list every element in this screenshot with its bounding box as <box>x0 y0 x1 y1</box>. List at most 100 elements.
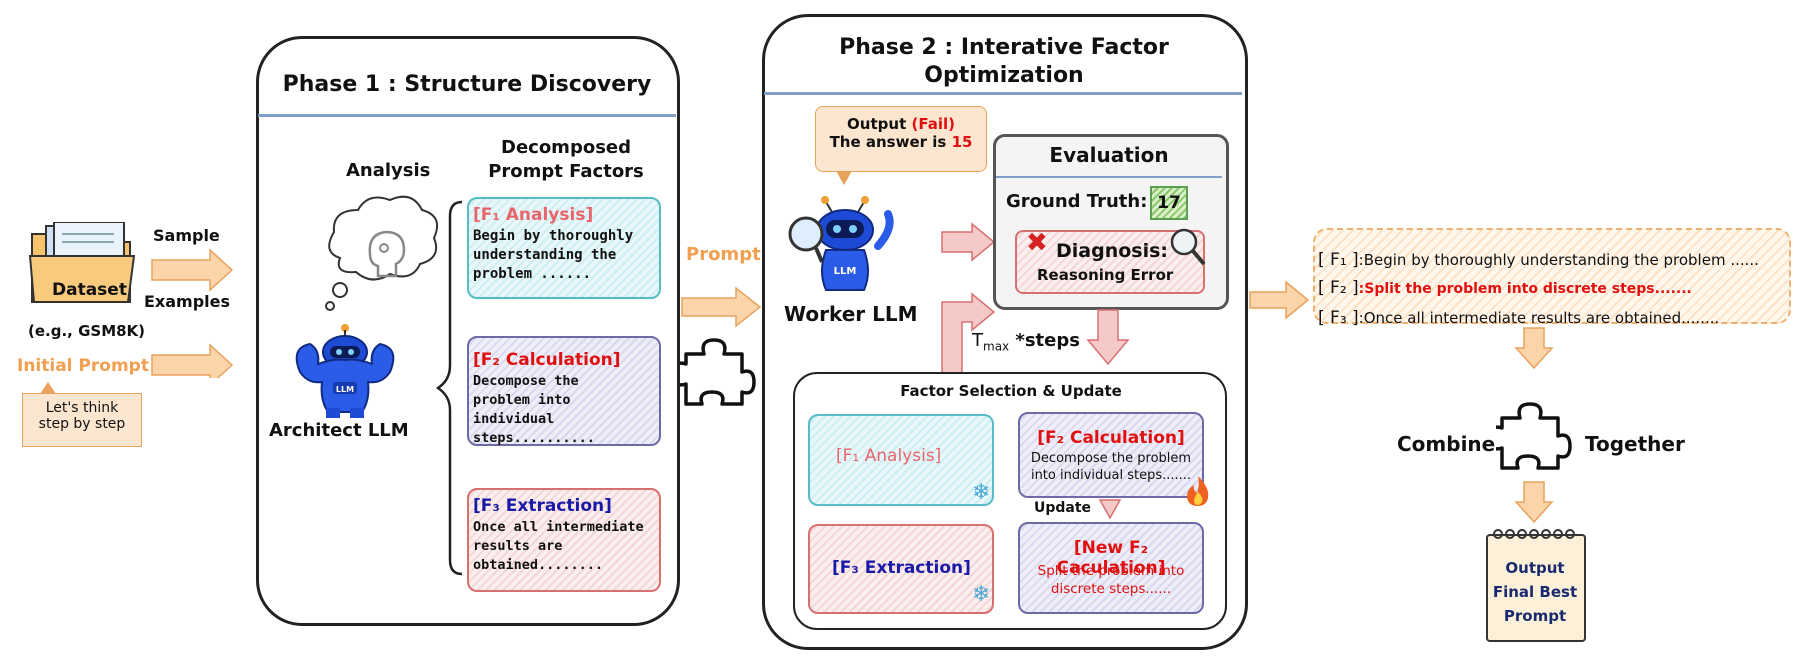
thought-cloud-icon <box>325 195 438 311</box>
ground-truth-label: Ground Truth: <box>1006 191 1148 212</box>
eval-input-arrow <box>941 222 996 262</box>
output-arrow <box>1249 280 1310 320</box>
phase1-f2-head: [F₂ Calculation] <box>473 350 621 370</box>
sample-label: Sample <box>153 226 220 245</box>
selection-f2: [F₂ Calculation] Decompose the problem i… <box>1018 412 1204 498</box>
decomposed-line-1: Decomposed <box>501 137 631 158</box>
selection-f1-label: [F₁ Analysis] <box>836 446 942 466</box>
initial-prompt-arrow <box>151 343 234 378</box>
selection-f3-label: [F₃ Extraction] <box>832 558 971 578</box>
final-line-1: Output <box>1505 559 1565 577</box>
architect-robot-icon: LLM <box>295 324 395 418</box>
phase1-f3-line: Once all intermediate <box>473 519 644 535</box>
together-label: Together <box>1585 432 1685 456</box>
note-pointer-icon <box>40 382 56 394</box>
prompt-arrow <box>681 286 762 328</box>
combined-text-1: :Begin by thoroughly understanding the p… <box>1358 251 1759 269</box>
selection-f1: [F₁ Analysis] <box>808 414 994 506</box>
dataset-label: Dataset <box>52 280 127 300</box>
combined-text-3: :Once all intermediate results are obtai… <box>1358 309 1720 327</box>
worker-robot-badge: LLM <box>834 266 857 277</box>
phase1-factor-f1: [F₁ Analysis] Begin by thoroughly unders… <box>467 197 661 299</box>
combined-text-2: :Split the problem into discrete steps..… <box>1358 281 1692 297</box>
combined-line-1: [ F₁ ]:Begin by thoroughly understanding… <box>1318 250 1759 270</box>
phase1-f1-head: [F₁ Analysis] <box>473 205 594 225</box>
eval-down-arrow <box>1086 309 1130 366</box>
phase2-title: Phase 2 : Interative Factor Optimization <box>764 34 1244 90</box>
phase1-f2-line: problem into individual <box>473 392 571 427</box>
examples-label: Examples <box>144 292 231 311</box>
phase1-f3-line: results are <box>473 538 563 554</box>
combined-tag-2: [ F₂ ] <box>1318 278 1359 298</box>
selection-f2-head: [F₂ Calculation] <box>1037 428 1185 448</box>
worker-robot-icon: LLM <box>788 196 894 291</box>
note-line-2: step by step <box>38 416 126 432</box>
fail-label: (Fail) <box>911 115 955 133</box>
final-prompt-text: Output Final Best Prompt <box>1488 556 1582 628</box>
phase1-f2-line: steps.......... <box>473 430 595 446</box>
freeze-snowflake-icon: ❄ <box>972 480 991 505</box>
update-label: Update <box>1034 500 1092 516</box>
error-x-icon: ✖ <box>1026 228 1048 258</box>
phase1-divider <box>258 114 676 117</box>
svg-text:LLM: LLM <box>336 385 354 394</box>
combined-tag-3: [ F₃ ] <box>1318 308 1359 328</box>
phase1-f1-line: Begin by thoroughly <box>473 228 634 244</box>
phase1-f2-line: Decompose the <box>473 373 579 389</box>
output-bubble-tail-icon <box>836 171 852 185</box>
magnifier-icon <box>1170 228 1206 266</box>
phase1-f1-line: understanding the <box>473 247 617 263</box>
decomposed-line-2: Prompt Factors <box>488 161 644 182</box>
decomposed-label: Decomposed Prompt Factors <box>468 136 664 184</box>
combine-puzzle-icon <box>1496 402 1572 470</box>
puzzle-piece-icon <box>680 338 756 406</box>
combined-prompt-box <box>1313 228 1791 324</box>
combined-line-3: [ F₃ ]:Once all intermediate results are… <box>1318 308 1719 328</box>
tmax-suffix: *steps <box>1009 330 1080 351</box>
analysis-label: Analysis <box>346 160 431 181</box>
evaluation-divider <box>996 176 1222 178</box>
phase1-title: Phase 1 : Structure Discovery <box>282 72 652 97</box>
answer-prefix: The answer is <box>829 133 947 151</box>
phase2-title-line-2: Optimization <box>924 63 1084 88</box>
final-line-2: Final Best <box>1492 583 1578 601</box>
fire-icon <box>1187 476 1209 506</box>
selection-title: Factor Selection & Update <box>900 382 1122 400</box>
answer-value: 15 <box>951 133 973 151</box>
phase1-f3-head: [F₃ Extraction] <box>473 496 612 516</box>
phase1-factor-f2: [F₂ Calculation] Decompose the problem i… <box>467 336 661 446</box>
final-prompt-notepad <box>1486 534 1586 642</box>
dataset-folder-icon <box>28 221 140 304</box>
prompt-label: Prompt <box>686 244 761 265</box>
phase2-divider <box>764 92 1242 95</box>
combined-line-2: [ F₂ ]:Split the problem into discrete s… <box>1318 278 1692 298</box>
tmax-label: Tmax *steps <box>972 330 1080 354</box>
freeze-snowflake-icon: ❄ <box>972 582 991 607</box>
dataset-example-label: (e.g., GSM8K) <box>28 322 146 340</box>
factor-brace-icon <box>436 200 463 576</box>
output-bubble: Output (Fail) The answer is 15 <box>815 106 987 172</box>
new-f2-box: [New F₂ Caculation] Split the problem in… <box>1018 522 1204 614</box>
initial-prompt-label: Initial Prompt <box>17 356 149 376</box>
ground-truth-value: 17 <box>1150 186 1188 220</box>
sample-arrow <box>151 248 234 292</box>
worker-to-eval-arrows <box>941 222 996 383</box>
new-f2-body: Split the problem into discrete steps...… <box>1037 563 1185 597</box>
note-line-1: Let's think <box>45 400 119 416</box>
phase1-f1-line: problem ...... <box>473 266 592 282</box>
phase1-f3-body: Once all intermediate results are obtain… <box>473 518 659 575</box>
combined-tag-1: [ F₁ ] <box>1318 250 1359 270</box>
phase1-f1-body: Begin by thoroughly understanding the pr… <box>473 227 659 284</box>
new-f2-head: [New F₂ Caculation] <box>1056 538 1166 578</box>
notepad-rings-icon <box>1493 529 1575 539</box>
combine-label: Combine <box>1397 432 1496 456</box>
phase1-f2-body: Decompose the problem into individual st… <box>473 372 659 448</box>
final-down-arrow <box>1514 481 1554 524</box>
phase2-title-line-1: Phase 2 : Interative Factor <box>839 35 1169 60</box>
selection-f2-body: Decompose the problem into individual st… <box>1030 451 1192 483</box>
selection-f3: [F₃ Extraction] <box>808 524 994 614</box>
final-line-3: Prompt <box>1503 607 1567 625</box>
phase1-f3-line: obtained........ <box>473 557 604 573</box>
tmax-sub: max <box>983 339 1010 354</box>
loop-arrow <box>941 292 996 383</box>
